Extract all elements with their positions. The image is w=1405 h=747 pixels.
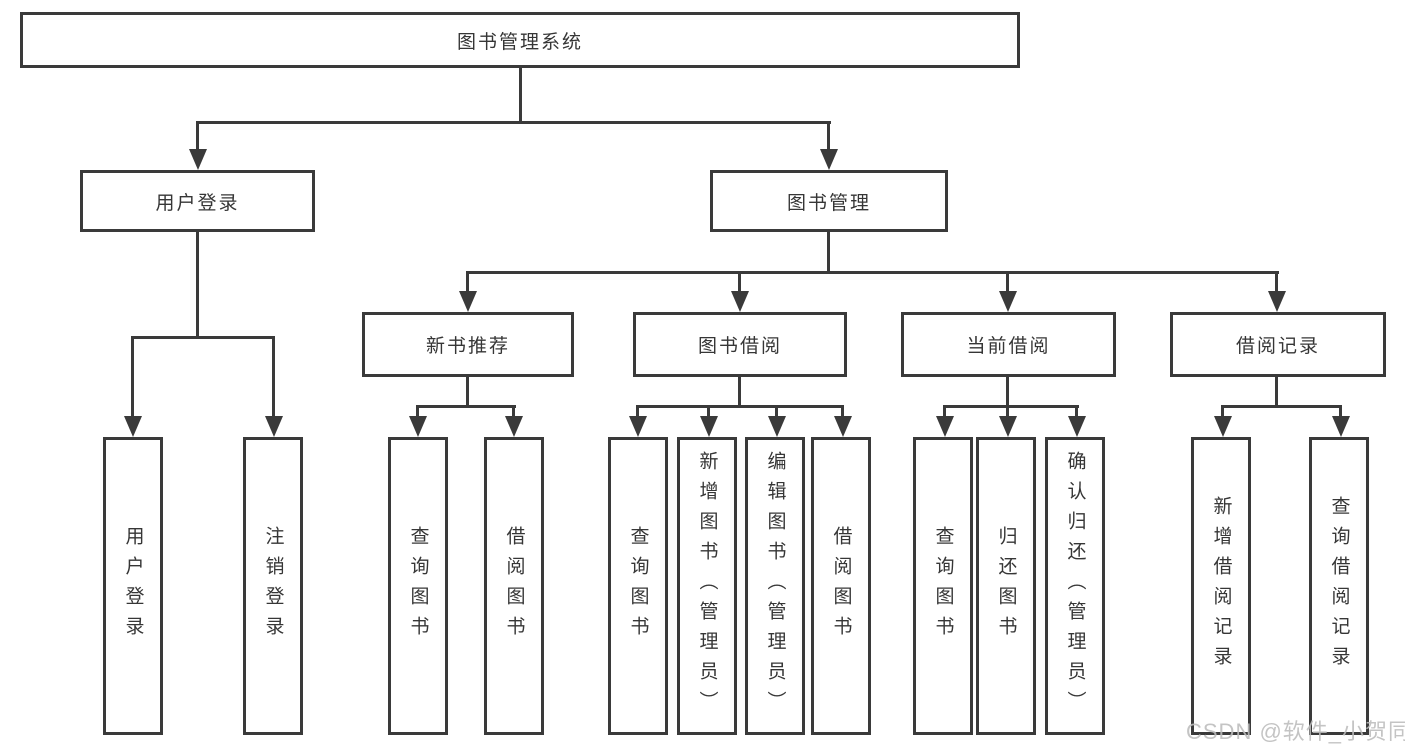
connector-user-login-drop [196, 121, 199, 151]
node-new-book-recommend: 新书推荐 [362, 312, 574, 377]
connector-user-login-stem [196, 232, 199, 339]
arrowhead-down-icon [124, 416, 142, 437]
leaf-borrow-books: 借阅图书 [811, 437, 871, 735]
connector-leaf-drop [416, 405, 419, 418]
leaf-confirm-return-admin-label: 确认归还（管理员） [1064, 451, 1086, 721]
connector-l3-bus [1221, 405, 1341, 408]
arrowhead-down-icon [505, 416, 523, 437]
connector-l3-stem [1275, 377, 1278, 408]
connector-l3-stem [738, 377, 741, 408]
node-root: 图书管理系统 [20, 12, 1020, 68]
leaf-user-login-label: 用户登录 [122, 526, 144, 646]
connector-l3-drop [1006, 271, 1009, 293]
connector-leaf-drop [272, 336, 275, 417]
connector-leaf-drop [841, 405, 844, 418]
arrowhead-down-icon [731, 291, 749, 312]
arrowhead-down-icon [1268, 291, 1286, 312]
arrowhead-down-icon [265, 416, 283, 437]
connector-leaf-drop [775, 405, 778, 418]
connector-root-bus [196, 121, 831, 124]
connector-book-mgmt-stem [827, 232, 830, 274]
node-current-borrow-label: 当前借阅 [966, 336, 1051, 357]
node-book-management: 图书管理 [710, 170, 948, 232]
leaf-add-books-admin: 新增图书（管理员） [677, 437, 737, 735]
arrowhead-down-icon [409, 416, 427, 437]
arrowhead-down-icon [1214, 416, 1232, 437]
leaf-query-books-recommend: 查询图书 [388, 437, 448, 735]
connector-root-stem [519, 68, 522, 124]
arrowhead-down-icon [1068, 416, 1086, 437]
node-new-book-recommend-label: 新书推荐 [425, 336, 510, 357]
leaf-logout: 注销登录 [243, 437, 303, 735]
connector-l3-drop [1275, 271, 1278, 293]
connector-book-mgmt-drop [827, 121, 830, 151]
node-current-borrow: 当前借阅 [901, 312, 1116, 377]
arrowhead-down-icon [820, 149, 838, 170]
arrowhead-down-icon [629, 416, 647, 437]
leaf-query-books-label: 查询图书 [407, 526, 429, 646]
connector-leaf-drop [943, 405, 946, 418]
leaf-query-borrow-record: 查询借阅记录 [1309, 437, 1369, 735]
leaf-query-books-label: 查询图书 [932, 526, 954, 646]
leaf-edit-books-admin: 编辑图书（管理员） [745, 437, 805, 735]
leaf-borrow-books-label: 借阅图书 [830, 526, 852, 646]
arrowhead-down-icon [999, 416, 1017, 437]
arrowhead-down-icon [936, 416, 954, 437]
node-borrow-records: 借阅记录 [1170, 312, 1386, 377]
connector-l3-drop [466, 271, 469, 293]
arrowhead-down-icon [834, 416, 852, 437]
leaf-add-books-admin-label: 新增图书（管理员） [696, 451, 718, 721]
leaf-user-login: 用户登录 [103, 437, 163, 735]
connector-l3-bus [636, 405, 844, 408]
node-book-borrow: 图书借阅 [633, 312, 847, 377]
arrowhead-down-icon [189, 149, 207, 170]
leaf-query-books-current: 查询图书 [913, 437, 973, 735]
connector-leaf-drop [131, 336, 134, 417]
connector-leaf-drop [707, 405, 710, 418]
leaf-borrow-books-label: 借阅图书 [503, 526, 525, 646]
connector-leaf-drop [636, 405, 639, 418]
node-user-login: 用户登录 [80, 170, 315, 232]
connector-l3-stem [1006, 377, 1009, 408]
connector-book-mgmt-bus [466, 271, 1279, 274]
leaf-logout-label: 注销登录 [262, 526, 284, 646]
leaf-return-books: 归还图书 [976, 437, 1036, 735]
leaf-borrow-books-recommend: 借阅图书 [484, 437, 544, 735]
leaf-query-borrow-record-label: 查询借阅记录 [1328, 496, 1350, 676]
connector-leaf-drop [1339, 405, 1342, 418]
node-book-management-label: 图书管理 [786, 192, 871, 214]
csdn-watermark: CSDN @软件_小贺同学 [1186, 719, 1405, 744]
node-borrow-records-label: 借阅记录 [1235, 336, 1320, 357]
leaf-query-books-label: 查询图书 [627, 526, 649, 646]
connector-l3-stem [466, 377, 469, 408]
connector-l3-drop [738, 271, 741, 293]
leaf-return-books-label: 归还图书 [995, 526, 1017, 646]
connector-leaf-drop [1221, 405, 1224, 418]
leaf-confirm-return-admin: 确认归还（管理员） [1045, 437, 1105, 735]
arrowhead-down-icon [1332, 416, 1350, 437]
arrowhead-down-icon [768, 416, 786, 437]
arrowhead-down-icon [459, 291, 477, 312]
leaf-edit-books-admin-label: 编辑图书（管理员） [764, 451, 786, 721]
connector-leaf-drop [512, 405, 515, 418]
node-book-borrow-label: 图书借阅 [697, 336, 782, 357]
node-root-label: 图书管理系统 [456, 31, 583, 53]
arrowhead-down-icon [999, 291, 1017, 312]
leaf-add-borrow-record: 新增借阅记录 [1191, 437, 1251, 735]
connector-user-login-bus [131, 336, 275, 339]
arrowhead-down-icon [700, 416, 718, 437]
leaf-query-books-borrow: 查询图书 [608, 437, 668, 735]
connector-leaf-drop [1006, 405, 1009, 418]
connector-l3-bus [943, 405, 1079, 408]
node-user-login-label: 用户登录 [155, 192, 240, 214]
connector-l3-bus [416, 405, 516, 408]
leaf-add-borrow-record-label: 新增借阅记录 [1210, 496, 1232, 676]
connector-leaf-drop [1075, 405, 1078, 418]
